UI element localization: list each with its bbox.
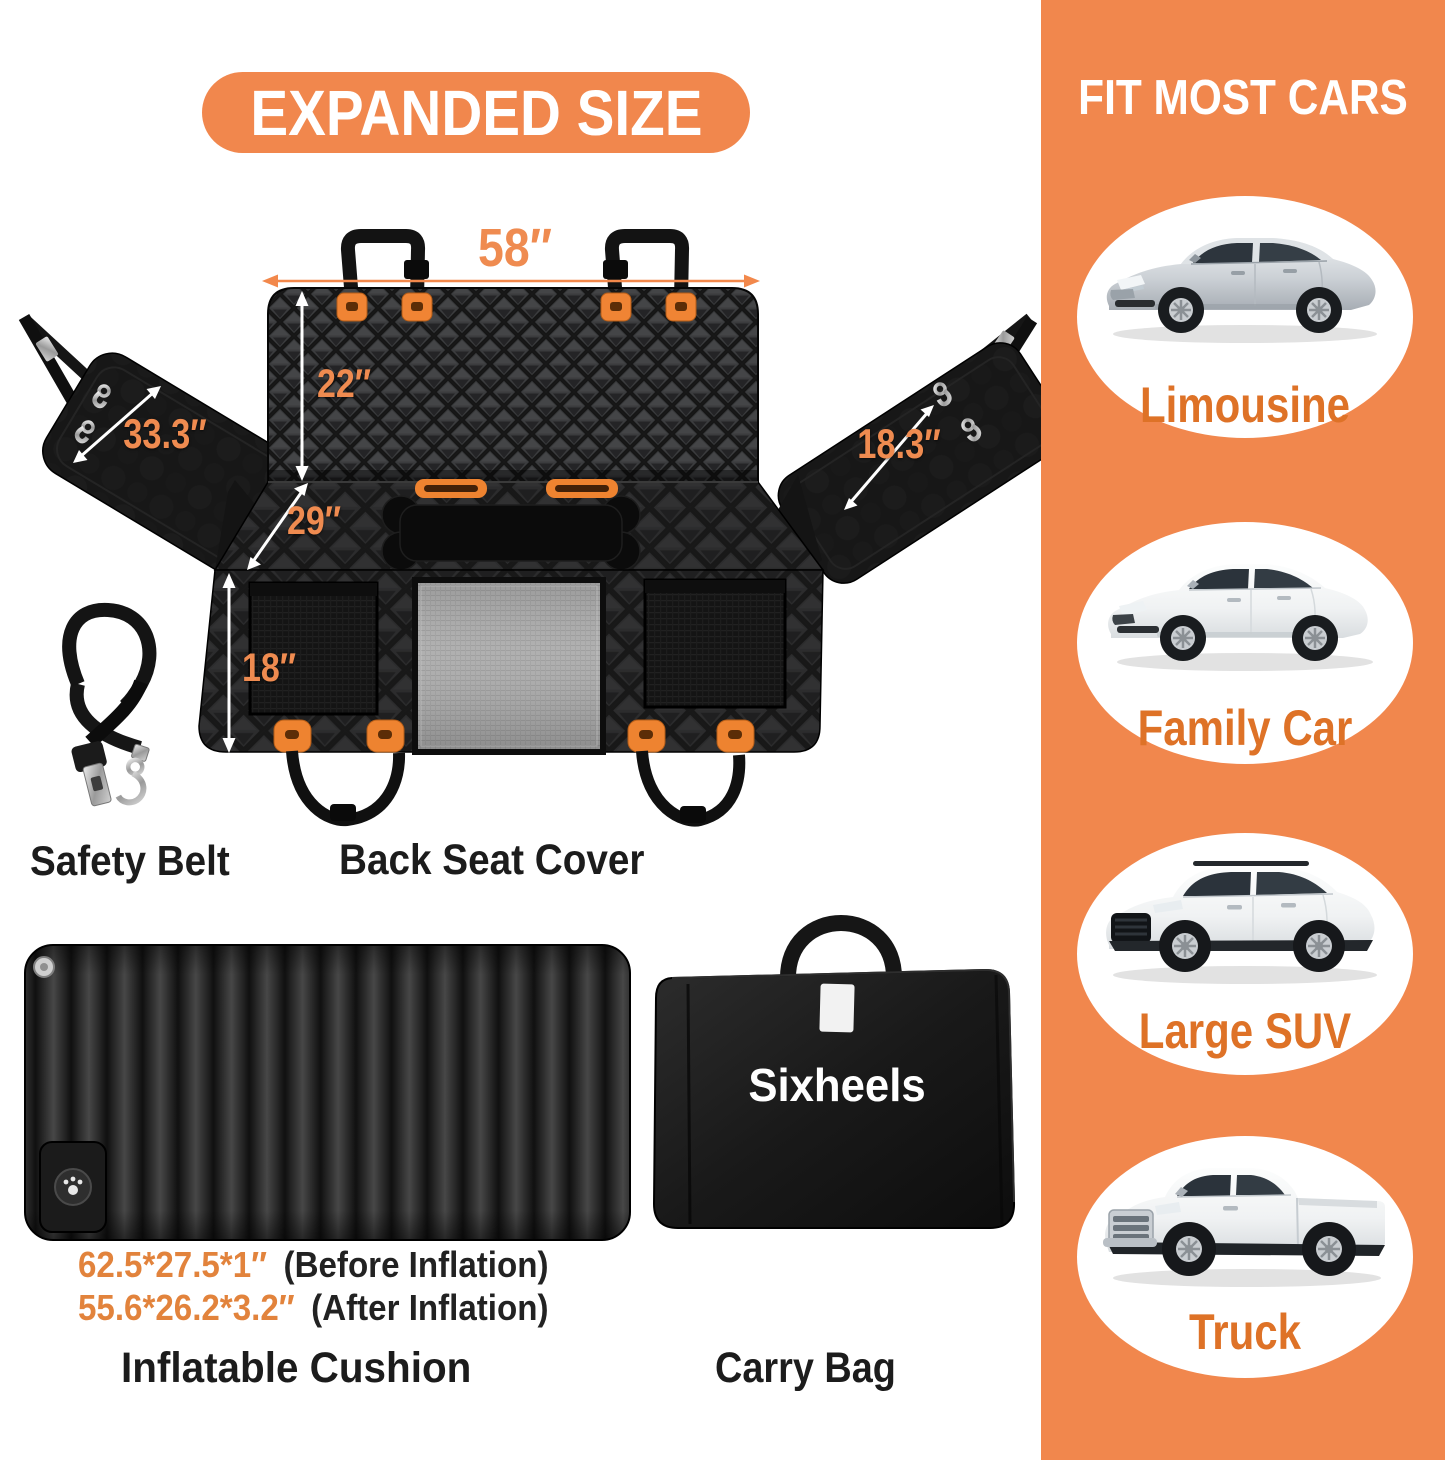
- cushion-spec-after-note: (After Inflation): [311, 1287, 549, 1328]
- expanded-size-label: EXPANDED SIZE: [249, 76, 703, 149]
- carry-bag-label: Carry Bag: [715, 1344, 896, 1392]
- dimension-arrows: [73, 274, 934, 753]
- expanded-size-badge: EXPANDED SIZE: [202, 72, 750, 153]
- cushion-spec-before-note: (Before Inflation): [283, 1244, 549, 1285]
- truck-image: [1103, 1168, 1385, 1287]
- safety-belt-image: [62, 602, 157, 807]
- cushion-spec-after: 55.6*26.2*3.2″ (After Inflation): [78, 1290, 549, 1326]
- cushion-pump-patch: [39, 1141, 107, 1233]
- cover-front-flap: [198, 569, 824, 827]
- fit-most-cars-panel: FIT MOST CARS: [1041, 0, 1445, 1460]
- back-seat-cover-image: [18, 229, 1045, 827]
- inflatable-cushion-image: [24, 944, 631, 1241]
- cover-seat-surface: [213, 475, 825, 571]
- left-flap-hooks: [74, 384, 111, 444]
- cushion-spec-before: 62.5*27.5*1″ (Before Inflation): [78, 1247, 548, 1283]
- vehicle-card-limousine: Limousine: [1077, 196, 1413, 438]
- dim-width-58: 58″: [478, 218, 552, 278]
- right-flap-hooks: [933, 382, 982, 442]
- vehicle-label-large-suv: Large SUV: [1138, 1003, 1352, 1059]
- family-car-image: [1108, 564, 1373, 671]
- large-suv-image: [1106, 861, 1377, 984]
- vehicle-card-large-suv: Large SUV: [1077, 833, 1413, 1075]
- limousine-image: [1106, 238, 1377, 343]
- dim-seat-depth-29: 29″: [286, 499, 342, 543]
- vehicle-card-truck: Truck: [1077, 1136, 1413, 1378]
- vehicle-label-limousine: Limousine: [1139, 377, 1351, 433]
- cover-top-straps: [340, 229, 690, 301]
- carry-bag-image: [652, 915, 1016, 1229]
- cover-top-tabs: [336, 292, 697, 322]
- vehicle-label-family-car: Family Car: [1137, 700, 1353, 756]
- back-seat-cover-label: Back Seat Cover: [339, 836, 645, 884]
- dim-back-height-22: 22″: [316, 362, 372, 406]
- vehicle-card-family-car: Family Car: [1077, 522, 1413, 764]
- product-diagram-image: [18, 229, 1045, 1241]
- vehicle-label-truck: Truck: [1188, 1304, 1302, 1360]
- dim-right-flap-183: 18.3″: [857, 420, 941, 467]
- fit-panel-title: FIT MOST CARS: [1078, 71, 1408, 125]
- cover-strap-buckles: [404, 260, 628, 279]
- inflatable-cushion-label: Inflatable Cushion: [121, 1344, 472, 1392]
- cover-back-panel: [267, 287, 759, 483]
- dim-left-flap-333: 33.3″: [123, 410, 207, 457]
- dim-front-height-18: 18″: [241, 646, 297, 690]
- cushion-spec-before-size: 62.5*27.5*1″: [78, 1244, 267, 1285]
- safety-belt-label: Safety Belt: [30, 837, 230, 884]
- carry-bag-brand: Sixheels: [748, 1059, 926, 1111]
- cushion-spec-after-size: 55.6*26.2*3.2″: [78, 1287, 295, 1328]
